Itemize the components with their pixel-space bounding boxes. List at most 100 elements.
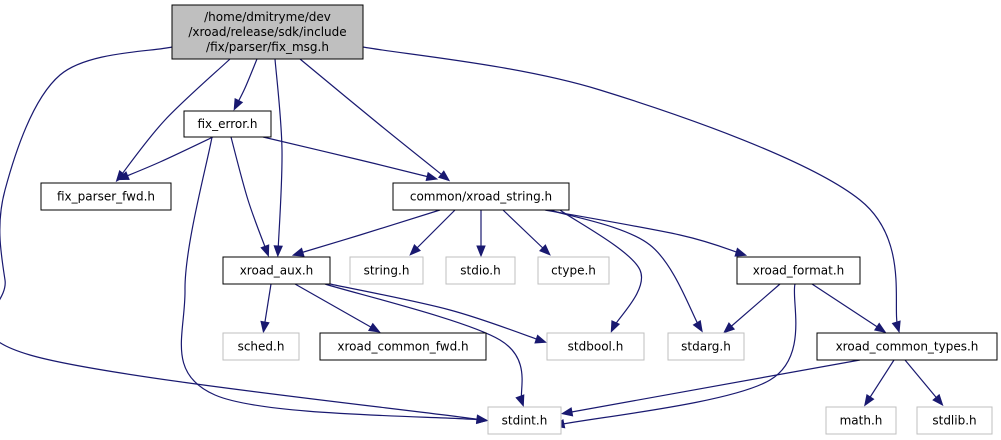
edge-line: [180, 136, 484, 421]
node-box: [40, 182, 172, 211]
node-layer: /home/dmitryme/dev/xroad/release/sdk/inc…: [40, 4, 998, 435]
node-label: stdbool.h: [568, 340, 624, 354]
arrowhead-icon: [367, 322, 381, 333]
edge-line: [866, 359, 895, 403]
edge-line: [726, 283, 781, 331]
node-box: [171, 4, 364, 60]
node-root[interactable]: /home/dmitryme/dev/xroad/release/sdk/inc…: [171, 4, 364, 60]
node-box: [319, 332, 487, 361]
edge-layer: [0, 46, 944, 429]
node-label: stdlib.h: [932, 414, 976, 428]
node-label: math.h: [840, 414, 883, 428]
node-ctype-h: ctype.h: [537, 256, 610, 285]
node-label: fix_parser_fwd.h: [57, 190, 155, 204]
edge-line: [549, 209, 701, 329]
edge-line: [502, 209, 548, 253]
node-stdarg-h: stdarg.h: [667, 332, 745, 361]
edge-fix_error-to-xroad_aux: [230, 136, 270, 258]
node-box: [487, 406, 562, 435]
arrowhead-icon: [409, 244, 421, 256]
edge-xroad_string-to-stdarg_h: [549, 209, 703, 333]
edge-xroad_format-to-xroad_common_types: [811, 283, 887, 333]
arrowhead-icon: [233, 98, 244, 111]
node-label: xroad_common_types.h: [836, 340, 979, 354]
node-label: sched.h: [238, 340, 285, 354]
node-label: xroad_format.h: [753, 264, 845, 278]
node-box: [537, 256, 610, 285]
edge-line: [0, 46, 484, 421]
edge-xroad_string-to-stdio_h: [476, 210, 486, 258]
node-box: [546, 332, 645, 361]
edge-line: [565, 359, 861, 414]
node-string-h: string.h: [349, 256, 424, 285]
edge-line: [121, 136, 214, 179]
arrowhead-icon: [560, 407, 574, 417]
node-label: stdint.h: [502, 414, 548, 428]
node-box: [816, 332, 998, 361]
edge-line: [559, 209, 643, 329]
node-box: [736, 256, 861, 285]
edge-line: [296, 209, 441, 255]
edge-xroad_aux-to-stdint_h: [324, 283, 525, 408]
node-stdint-h: stdint.h: [487, 406, 562, 435]
edge-fix_error-to-stdint_h: [180, 136, 489, 425]
arrowhead-icon: [539, 244, 551, 256]
edge-xroad_aux-to-xroad_common_fwd: [294, 283, 381, 333]
arrowhead-icon: [515, 394, 525, 408]
edge-line: [118, 58, 231, 179]
edge-xroad_string-to-xroad_aux: [291, 209, 441, 257]
edge-xroad_format-to-stdarg_h: [722, 283, 781, 334]
node-label: xroad_aux.h: [240, 264, 314, 278]
edge-line: [263, 283, 272, 329]
arrowhead-icon: [864, 393, 875, 407]
node-xroad-common-fwd[interactable]: xroad_common_fwd.h: [319, 332, 487, 361]
arrowhead-icon: [692, 319, 703, 333]
edge-line: [294, 283, 377, 331]
edge-line: [557, 283, 797, 426]
node-xroad-common-types[interactable]: xroad_common_types.h: [816, 332, 998, 361]
arrowhead-icon: [117, 171, 130, 181]
arrowhead-icon: [260, 244, 270, 258]
edge-line: [362, 46, 899, 329]
node-box: [222, 332, 300, 361]
node-label: stdio.h: [460, 264, 500, 278]
node-xroad-format[interactable]: xroad_format.h: [736, 256, 861, 285]
arrowhead-icon: [891, 320, 901, 334]
node-box: [222, 256, 331, 285]
node-label: xroad_common_fwd.h: [337, 340, 468, 354]
node-sched-h: sched.h: [222, 332, 300, 361]
edge-line: [324, 283, 523, 403]
arrowhead-icon: [734, 247, 748, 257]
arrowhead-icon: [476, 414, 489, 425]
node-box: [183, 110, 272, 138]
node-stdbool-h: stdbool.h: [546, 332, 645, 361]
arrowhead-icon: [932, 393, 944, 407]
edge-xroad_aux-to-sched_h: [260, 283, 272, 334]
edge-line: [811, 283, 883, 331]
node-fix-parser-fwd[interactable]: fix_parser_fwd.h: [40, 182, 172, 211]
edge-xroad_aux-to-stdbool_h: [329, 283, 548, 344]
node-label: string.h: [364, 264, 410, 278]
node-xroad-aux[interactable]: xroad_aux.h: [222, 256, 331, 285]
edge-line: [274, 58, 283, 253]
arrowhead-icon: [722, 322, 736, 334]
arrowhead-icon: [534, 334, 548, 344]
node-label: /xroad/release/sdk/include: [188, 25, 346, 39]
node-box: [445, 256, 516, 285]
edge-xroad_common_types-to-stdlib_h: [904, 359, 944, 407]
edge-xroad_common_types-to-stdint_h: [560, 359, 861, 417]
node-label: /home/dmitryme/dev: [204, 10, 331, 24]
edge-line: [299, 58, 447, 179]
edge-line: [235, 58, 258, 107]
edge-xroad_string-to-ctype_h: [502, 209, 551, 256]
arrowhead-icon: [425, 171, 439, 181]
edge-xroad_common_types-to-math_h: [864, 359, 895, 407]
edge-root-to-stdint_h: [0, 46, 489, 424]
node-label: fix_error.h: [197, 117, 257, 131]
node-box: [349, 256, 424, 285]
node-label: stdarg.h: [681, 340, 731, 354]
edge-xroad_string-to-stdbool_h: [559, 209, 643, 333]
node-xroad-string[interactable]: common/xroad_string.h: [392, 182, 570, 211]
node-box: [392, 182, 570, 211]
node-fix-error[interactable]: fix_error.h: [183, 110, 272, 138]
